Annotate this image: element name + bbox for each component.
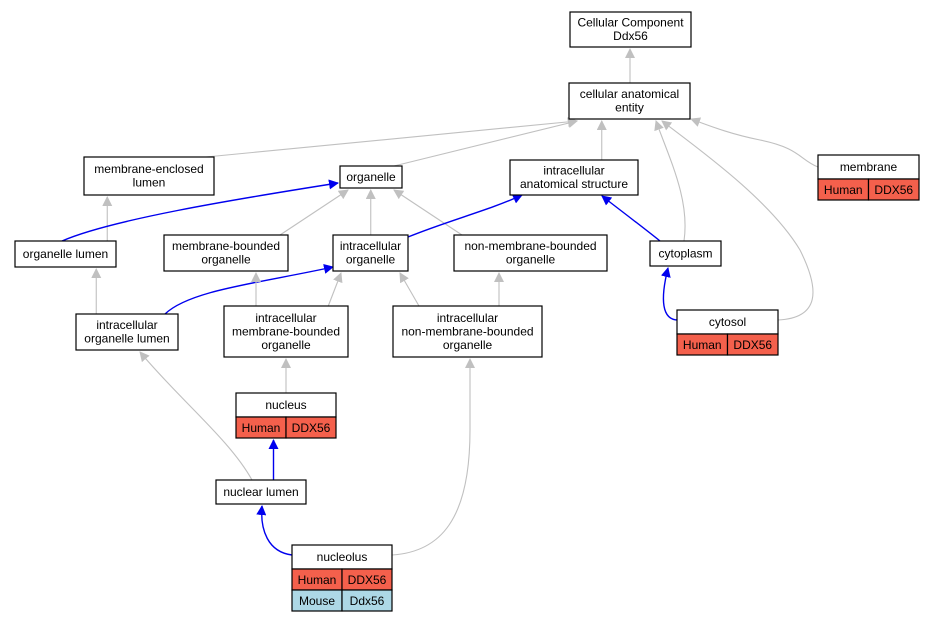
node-label-line: non-membrane-bounded [401, 324, 533, 338]
node-label-line: entity [615, 101, 644, 115]
node-box [339, 165, 403, 189]
annotation-gene: Ddx56 [350, 594, 385, 608]
node-cytoplasm[interactable]: cytoplasm [649, 240, 722, 267]
edge-nucleolus-to-nuclear-lumen [256, 505, 293, 556]
edge-intracellular-non-membrane-bounded-organelle-to-intracellular-organelle [399, 272, 420, 307]
node-intracellular-non-membrane-bounded-organelle[interactable]: intracellularnon-membrane-boundedorganel… [392, 305, 543, 358]
edge-cytosol-to-cellular-anatomical-entity [661, 120, 814, 321]
node-box [568, 82, 691, 120]
node-box [453, 234, 608, 272]
edge-membrane-enclosed-lumen-to-cellular-anatomical-entity [205, 116, 578, 158]
edge-intracellular-organelle-to-intracellular-anatomical-structure [407, 194, 523, 238]
node-label-line: Ddx56 [613, 29, 648, 43]
node-label-line: cytoplasm [658, 246, 712, 260]
node-organelle[interactable]: organelle [339, 165, 403, 189]
node-label-line: nucleolus [317, 550, 368, 564]
node-label-line: cellular anatomical [580, 87, 679, 101]
annotation-species: Mouse [299, 594, 335, 608]
node-box [332, 234, 409, 272]
annotation-species: Human [683, 338, 722, 352]
node-label-line: organelle [201, 253, 251, 267]
node-label-line: intracellular [437, 311, 498, 325]
node-label-line: intracellular [255, 311, 316, 325]
node-box [163, 234, 289, 272]
edge-nuclear-lumen-to-intracellular-organelle-lumen [139, 351, 253, 481]
node-label-line: organelle [346, 170, 396, 184]
node-label-line: organelle [261, 338, 311, 352]
node-label-line: nuclear lumen [223, 485, 298, 499]
annotation-species: Human [298, 573, 337, 587]
edges-layer [61, 48, 819, 556]
node-box [291, 544, 393, 570]
node-label-line: intracellular [340, 239, 401, 253]
node-label-line: organelle lumen [84, 332, 169, 346]
edge-cytoplasm-to-cellular-anatomical-entity [654, 120, 686, 242]
annotation-gene: DDX56 [874, 183, 913, 197]
annotation-gene-cell [867, 178, 920, 201]
node-organelle-lumen[interactable]: organelle lumen [14, 240, 117, 268]
node-box [649, 240, 722, 267]
node-box [392, 305, 543, 358]
node-box [569, 11, 692, 48]
annotation-gene: DDX56 [733, 338, 772, 352]
node-box [676, 309, 779, 335]
annotation-gene-cell [285, 416, 337, 439]
node-label-line: organelle [346, 253, 396, 267]
edge-intracellular-organelle-lumen-to-intracellular-organelle [164, 264, 334, 315]
node-box [215, 479, 307, 505]
edge-organelle-lumen-to-organelle [61, 179, 339, 242]
annotation-species: Human [242, 421, 281, 435]
node-box [14, 240, 117, 268]
node-label-line: intracellular [96, 318, 157, 332]
edge-non-membrane-bounded-organelle-to-organelle [393, 189, 463, 236]
annotation-gene-cell [341, 589, 393, 612]
node-label-line: Cellular Component [577, 16, 684, 30]
node-box [83, 156, 215, 196]
node-nuclear-lumen[interactable]: nuclear lumen [215, 479, 307, 505]
node-label-line: intracellular [543, 164, 604, 178]
node-label-line: nucleus [265, 398, 306, 412]
node-label-line: anatomical structure [520, 177, 628, 191]
node-label-line: membrane-enclosed [94, 162, 203, 176]
node-label-line: organelle [506, 253, 556, 267]
node-label-line: non-membrane-bounded [464, 239, 596, 253]
annotation-gene: DDX56 [292, 421, 331, 435]
node-label-line: membrane-bounded [172, 239, 280, 253]
annotation-gene-cell [726, 333, 779, 356]
node-box [223, 305, 349, 358]
edge-intracellular-membrane-bounded-organelle-to-intracellular-organelle [327, 272, 343, 307]
node-label-line: lumen [133, 176, 166, 190]
node-label-line: membrane-bounded [232, 324, 340, 338]
annotation-species: Human [824, 183, 863, 197]
node-box [509, 159, 639, 196]
node-label-line: cytosol [709, 315, 746, 329]
node-box [75, 313, 179, 351]
edge-membrane-bounded-organelle-to-organelle [279, 189, 349, 236]
edge-nucleolus-to-intracellular-non-membrane-bounded-organelle [391, 358, 475, 556]
node-label-line: organelle lumen [23, 247, 108, 261]
edge-cytoplasm-to-intracellular-anatomical-structure [601, 195, 661, 242]
edge-organelle-to-cellular-anatomical-entity [393, 118, 578, 167]
annotation-gene: DDX56 [348, 573, 387, 587]
edge-cytosol-to-cytoplasm [660, 267, 679, 321]
node-label-line: membrane [840, 160, 898, 174]
node-label-line: organelle [443, 338, 493, 352]
edge-membrane-to-cellular-anatomical-entity [690, 117, 819, 168]
